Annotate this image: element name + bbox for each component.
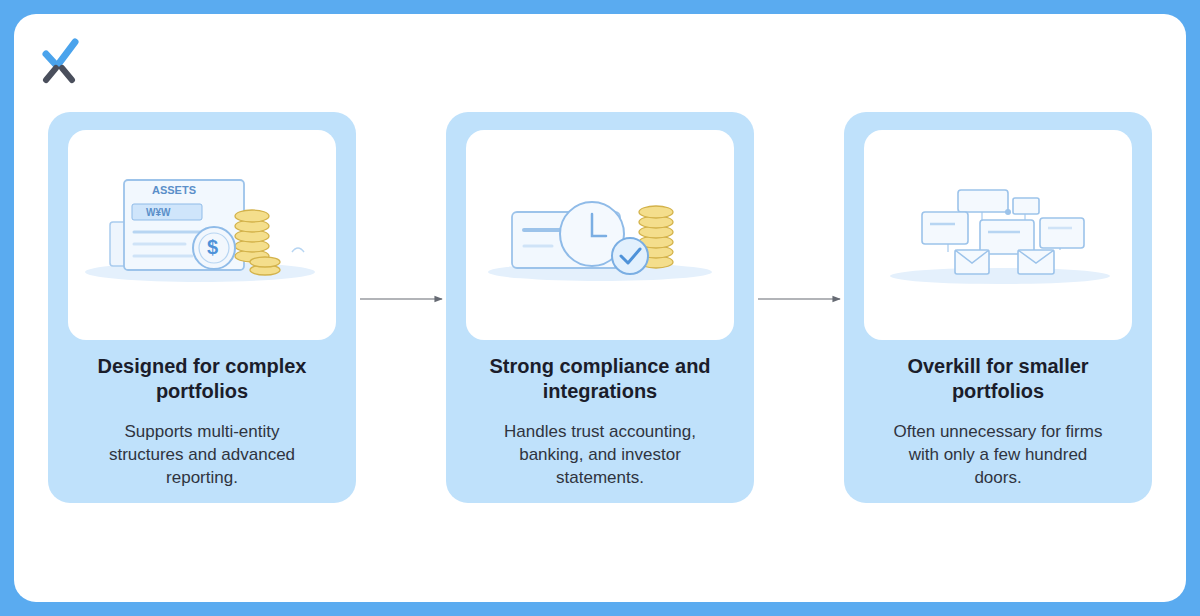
card-heading: Designed for complex portfolios — [72, 354, 332, 404]
card-description: Supports multi-entity structures and adv… — [87, 420, 317, 489]
feature-card: Strong compliance and integrationsHandle… — [446, 112, 754, 503]
logo — [46, 42, 75, 80]
feature-card: Designed for complex portfoliosSupports … — [48, 112, 356, 503]
illustration-label: $ — [207, 236, 218, 259]
card-heading: Strong compliance and integrations — [470, 354, 730, 404]
card-description: Often unnecessary for firms with only a … — [883, 420, 1113, 489]
card-heading: Overkill for smaller portfolios — [868, 354, 1128, 404]
feature-card: Overkill for smaller portfoliosOften unn… — [844, 112, 1152, 503]
flow-arrow — [360, 298, 442, 299]
flow-arrow — [758, 298, 840, 299]
illustration-label: ASSETS — [152, 184, 196, 196]
card-description: Handles trust accounting, banking, and i… — [485, 420, 715, 489]
